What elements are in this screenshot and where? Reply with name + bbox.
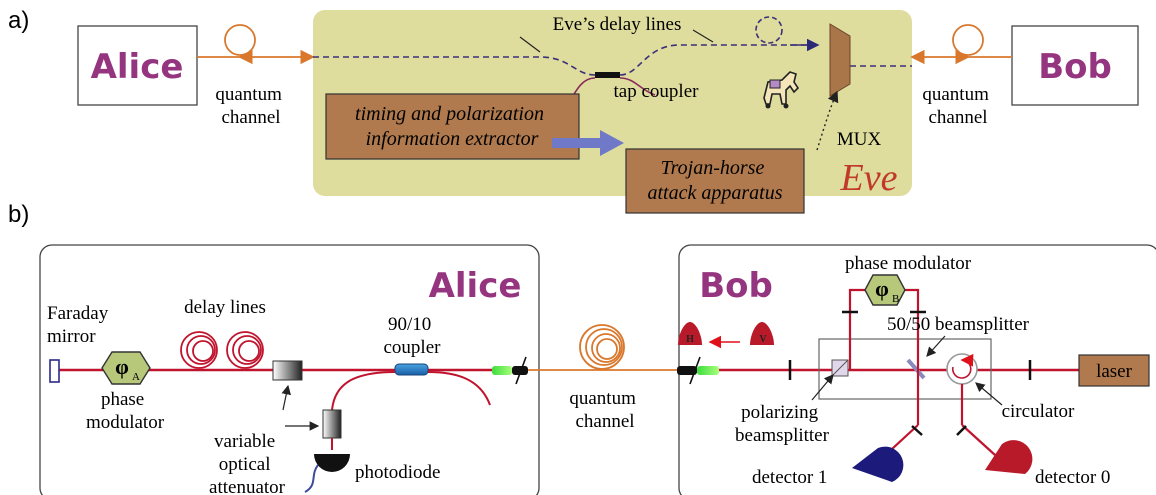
faraday-mirror-label: Faraday mirror <box>47 303 113 347</box>
beamsplitter-5050-label: 50/50 beamsplitter <box>887 314 1030 335</box>
v-label: V <box>759 334 767 345</box>
bob-label-a: Bob <box>1038 47 1112 87</box>
connector-bob <box>677 356 719 385</box>
phi-a-symbol: φ <box>115 354 129 379</box>
alice-box <box>77 25 198 106</box>
alice-label-b: Alice <box>429 266 522 306</box>
delay-pointer-right <box>692 29 714 43</box>
panel-a-label: a) <box>8 7 29 34</box>
coupler-label: 90/10 coupler <box>384 314 442 358</box>
phi-a-subscript: A <box>132 371 140 383</box>
quantum-channel-left-label: quantum channel <box>215 84 286 128</box>
h-polarization-marker: H <box>678 322 702 345</box>
delay-lines-label: delay lines <box>184 297 266 318</box>
voa-main-arrow <box>281 384 291 411</box>
detector0-arm-diagonal <box>961 424 996 456</box>
quantum-channel-right <box>910 24 1012 65</box>
trojan-to-mux-arrow <box>816 90 839 151</box>
phase-modulator-a <box>101 351 151 385</box>
detector-1 <box>852 446 904 482</box>
connector-alice <box>492 356 528 385</box>
detector-0 <box>985 440 1033 474</box>
pbs-diagonal <box>831 359 849 377</box>
faraday-mirror <box>49 359 60 383</box>
tap-coupler-label: tap coupler <box>614 81 700 102</box>
quantum-channel-left <box>197 24 315 65</box>
delay-pointer-left <box>519 36 541 53</box>
mux-label: MUX <box>837 129 882 150</box>
phase-modulator-b-label: phase modulator <box>845 253 972 274</box>
panel-b-label: b) <box>8 201 29 228</box>
circulator-arrow <box>951 353 974 379</box>
laser-box <box>1078 354 1150 387</box>
extractor-to-trojan-arrow <box>552 130 624 156</box>
beamsplitter-5050 <box>906 358 926 380</box>
bob-box <box>1011 25 1139 106</box>
extractor-label: timing and polarization information extr… <box>355 103 549 150</box>
extractor-box <box>325 93 580 160</box>
h-label: H <box>686 334 694 345</box>
alice-enclosure <box>39 244 540 495</box>
interferometer-box <box>818 338 992 400</box>
v-polarization-marker: V <box>750 322 774 345</box>
detector1-arm-marker <box>911 425 923 436</box>
phi-b-subscript: B <box>892 293 899 305</box>
quantum-channel-right-label: quantum channel <box>922 84 993 128</box>
circulator <box>946 353 978 385</box>
pbs-arrow <box>811 374 834 401</box>
laser-label: laser <box>1096 361 1133 382</box>
eves-delay-lines-label: Eve’s delay lines <box>553 14 682 35</box>
photodiode-label: photodiode <box>355 462 441 483</box>
delay-line-coils <box>180 331 264 369</box>
phase-modulator-b <box>864 274 906 306</box>
mux-shape <box>829 23 851 97</box>
phase-modulator-a-label: phase modulator <box>86 389 165 433</box>
voa-photodiode <box>322 409 342 439</box>
detector0-label: detector 0 <box>1035 467 1110 488</box>
pbs-label: polarizing beamsplitter <box>735 402 830 446</box>
coupler-90-10 <box>394 363 429 376</box>
quantum-channel-b <box>528 324 677 371</box>
circulator-pointer <box>975 382 1003 406</box>
voa-label: variable optical attenuator <box>209 431 286 495</box>
photodiode <box>314 454 350 472</box>
trojan-box <box>625 148 805 214</box>
phi-b-symbol: φ <box>875 276 889 301</box>
quantum-channel-b-label: quantum channel <box>569 388 640 432</box>
trojan-horse-icon <box>763 71 800 109</box>
voa-main <box>272 360 303 381</box>
detector1-label: detector 1 <box>752 467 827 488</box>
bob-label-b: Bob <box>699 266 773 306</box>
coupler-open-branch <box>427 371 491 406</box>
eve-label: Eve <box>840 157 898 199</box>
alice-label-a: Alice <box>91 47 184 87</box>
beamsplitter-5050-arrow <box>926 335 946 357</box>
tap-branch <box>331 371 396 411</box>
trojan-label: Trojan-horse attack apparatus <box>648 157 783 204</box>
detector0-arm-marker <box>956 425 967 436</box>
circulator-label: circulator <box>1002 401 1075 422</box>
photodiode-lead <box>304 464 319 493</box>
